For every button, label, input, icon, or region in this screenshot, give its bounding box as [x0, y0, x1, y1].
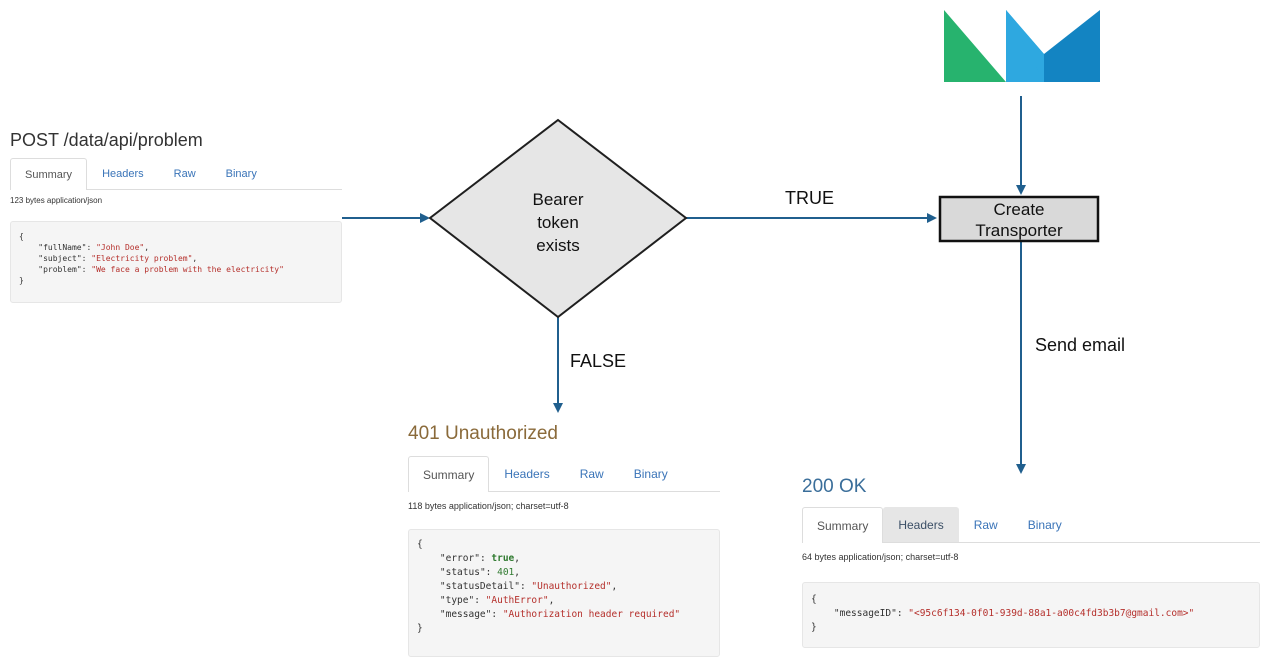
request-json: { "fullName": "John Doe", "subject": "El…	[10, 221, 342, 303]
edge-label-false: FALSE	[570, 351, 627, 371]
request-tab-raw[interactable]: Raw	[173, 168, 196, 180]
json-value: "John Doe"	[96, 243, 145, 252]
json-key: error	[445, 553, 475, 564]
unauthorized-tab-raw[interactable]: Raw	[579, 467, 604, 481]
ok-tab-raw[interactable]: Raw	[973, 518, 998, 532]
request-tab-summary[interactable]: Summary	[10, 158, 88, 190]
unauthorized-tab-summary[interactable]: Summary	[408, 456, 490, 492]
unauthorized-meta: 118 bytes application/json; charset=utf-…	[408, 501, 569, 511]
json-key: status	[445, 567, 480, 578]
json-value: "We face a problem with the electricity"	[91, 265, 284, 274]
ok-tab-summary[interactable]: Summary	[802, 507, 884, 543]
json-key: statusDetail	[445, 581, 515, 592]
unauthorized-tab-binary[interactable]: Binary	[633, 467, 668, 481]
json-key: subject	[43, 254, 77, 263]
json-value: true	[491, 553, 515, 564]
json-key: messageID	[839, 608, 892, 619]
edge-label-send-email: Send email	[1035, 335, 1126, 355]
transporter-line-2: Transporter	[975, 221, 1063, 240]
decision-line-1: Bearer	[532, 190, 584, 209]
json-key: type	[445, 595, 469, 606]
decision-label: Bearer token exists	[508, 188, 608, 257]
decision-line-2: token	[537, 213, 579, 232]
json-value: "<95c6f134-0f01-939d-88a1-a00c4fd3b3b7@g…	[908, 608, 1195, 619]
request-title: POST /data/api/problem	[10, 130, 203, 150]
json-value: "AuthError"	[485, 595, 549, 606]
decision-diamond	[428, 118, 688, 319]
json-value: "Authorization header required"	[502, 609, 681, 620]
request-tab-binary[interactable]: Binary	[225, 168, 257, 180]
transporter-box	[938, 195, 1100, 243]
unauthorized-tabs: Summary Headers Raw Binary	[408, 456, 720, 492]
request-meta: 123 bytes application/json	[10, 196, 103, 205]
json-key: fullName	[43, 243, 82, 252]
ok-panel: 200 OK Summary Headers Raw Binary 64 byt…	[802, 476, 1260, 656]
ok-tab-binary[interactable]: Binary	[1027, 518, 1062, 532]
transporter-line-1: Create	[993, 200, 1045, 219]
ok-title: 200 OK	[802, 476, 867, 497]
json-key: problem	[43, 265, 77, 274]
brand-logo-icon	[944, 10, 1100, 82]
unauthorized-json: { "error": true, "status": 401, "statusD…	[408, 529, 720, 657]
ok-tabs: Summary Headers Raw Binary	[802, 507, 1260, 543]
unauthorized-title: 401 Unauthorized	[408, 423, 558, 444]
ok-meta: 64 bytes application/json; charset=utf-8	[802, 552, 959, 562]
json-value: "Electricity problem"	[91, 254, 193, 263]
json-key: message	[445, 609, 486, 620]
request-panel: POST /data/api/problem Summary Headers R…	[10, 130, 342, 310]
ok-json: { "messageID": "<95c6f134-0f01-939d-88a1…	[802, 582, 1260, 648]
request-tabs: Summary Headers Raw Binary	[10, 158, 342, 190]
ok-tab-headers[interactable]: Headers	[883, 507, 959, 542]
decision-line-3: exists	[536, 236, 580, 255]
json-value: "Unauthorized"	[531, 581, 612, 592]
unauthorized-panel: 401 Unauthorized Summary Headers Raw Bin…	[408, 423, 720, 661]
request-tab-headers[interactable]: Headers	[102, 168, 144, 180]
transporter-label: Create Transporter	[940, 199, 1098, 241]
unauthorized-tab-headers[interactable]: Headers	[504, 467, 550, 481]
edge-label-true: TRUE	[785, 188, 834, 208]
json-value: 401	[497, 567, 515, 578]
